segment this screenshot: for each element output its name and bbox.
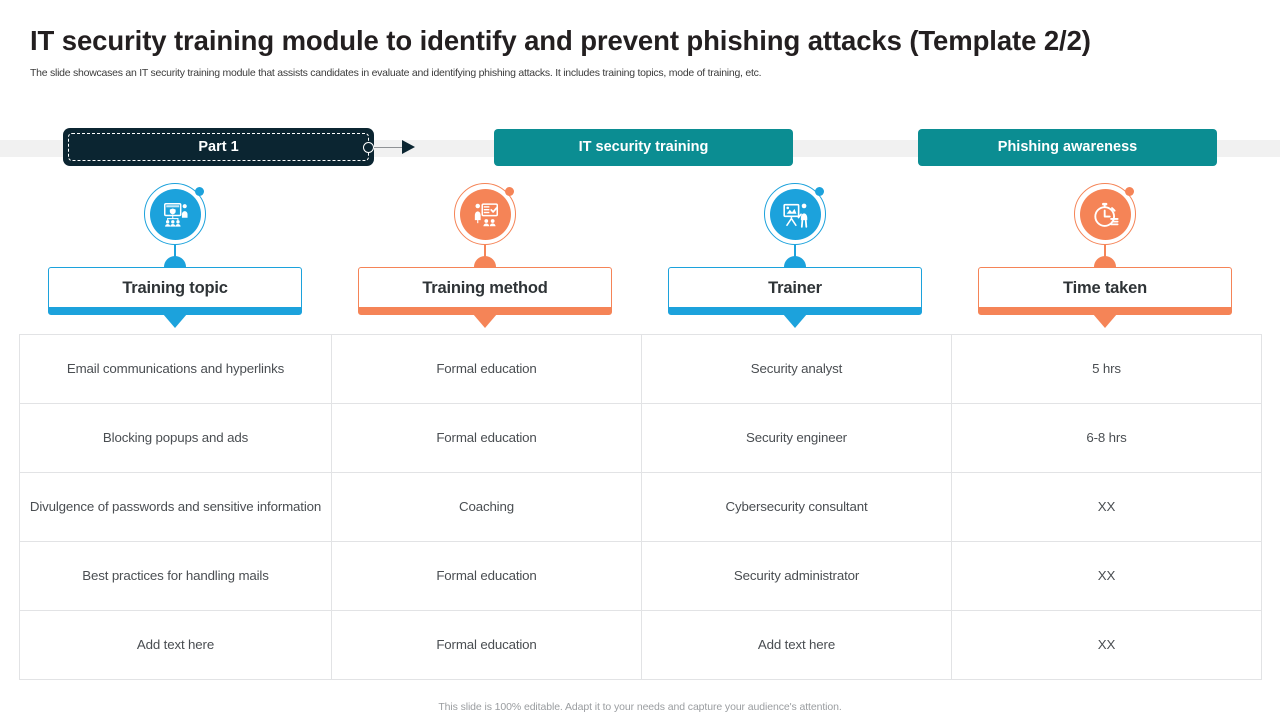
accent-dot-icon (505, 187, 514, 196)
table-cell: Divulgence of passwords and sensitive in… (19, 472, 332, 542)
header-accent-bar (979, 307, 1231, 314)
column-header-training-method: Training method (358, 267, 612, 315)
connector-node-icon (363, 142, 374, 153)
table-cell: Formal education (331, 541, 642, 611)
table-cell: XX (951, 472, 1262, 542)
icon-ring (454, 183, 516, 245)
header-pointer-icon (1093, 314, 1117, 328)
nav-tab-label: Part 1 (198, 139, 239, 155)
table-cell: Security engineer (641, 403, 952, 473)
accent-dot-icon (195, 187, 204, 196)
table-cell: Email communications and hyperlinks (19, 334, 332, 404)
title-block: IT security training module to identify … (0, 0, 1280, 79)
training-board-shield-icon (150, 189, 201, 240)
nav-tab-part-1[interactable]: Part 1 (63, 128, 374, 166)
table-cell: Formal education (331, 610, 642, 680)
trainer-easel-icon (770, 189, 821, 240)
page-title: IT security training module to identify … (30, 25, 1091, 56)
nav-tab-it-security-training[interactable]: IT security training (494, 129, 793, 166)
column-header-label: Training method (422, 279, 548, 297)
table-cell: Formal education (331, 403, 642, 473)
table-cell: Add text here (641, 610, 952, 680)
column-header-label: Training topic (122, 279, 228, 297)
header-pointer-icon (163, 314, 187, 328)
table-cell: Add text here (19, 610, 332, 680)
connector-line (374, 147, 403, 149)
nav-tab-label: IT security training (578, 139, 709, 155)
page-subtitle: The slide showcases an IT security train… (30, 67, 762, 80)
icon-ring (1074, 183, 1136, 245)
presenter-checklist-icon (460, 189, 511, 240)
stopwatch-icon (1080, 189, 1131, 240)
header-accent-bar (359, 307, 611, 314)
table-cell: XX (951, 610, 1262, 680)
table-cell: Best practices for handling mails (19, 541, 332, 611)
icon-ring (764, 183, 826, 245)
connector-arrow-icon (402, 140, 415, 154)
column-header-label: Trainer (768, 279, 822, 297)
accent-dot-icon (1125, 187, 1134, 196)
table-cell: 6-8 hrs (951, 403, 1262, 473)
editable-note: This slide is 100% editable. Adapt it to… (438, 701, 842, 713)
header-accent-bar (669, 307, 921, 314)
table-row: Divulgence of passwords and sensitive in… (19, 472, 1262, 542)
nav-tab-phishing-awareness[interactable]: Phishing awareness (918, 129, 1217, 166)
icon-ring (144, 183, 206, 245)
table-cell: Security analyst (641, 334, 952, 404)
table-cell: Coaching (331, 472, 642, 542)
table-cell: Formal education (331, 334, 642, 404)
header-pointer-icon (783, 314, 807, 328)
table-cell: 5 hrs (951, 334, 1262, 404)
header-pointer-icon (473, 314, 497, 328)
header-accent-bar (49, 307, 301, 314)
column-header-training-topic: Training topic (48, 267, 302, 315)
accent-dot-icon (815, 187, 824, 196)
nav-tab-label: Phishing awareness (997, 139, 1138, 155)
column-header-label: Time taken (1063, 279, 1147, 297)
column-header-trainer: Trainer (668, 267, 922, 315)
table-cell: Blocking popups and ads (19, 403, 332, 473)
column-header-time-taken: Time taken (978, 267, 1232, 315)
table-cell: Security administrator (641, 541, 952, 611)
table-cell: XX (951, 541, 1262, 611)
table-cell: Cybersecurity consultant (641, 472, 952, 542)
